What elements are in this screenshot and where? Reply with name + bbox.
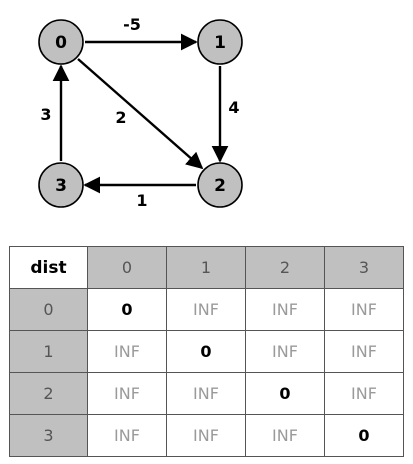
table-cell: INF [87, 414, 167, 457]
node-2-label: 2 [214, 176, 226, 196]
edge-label-3-0: 3 [40, 105, 51, 124]
edge-label-0-1: -5 [123, 15, 141, 34]
row-header: 0 [9, 288, 88, 331]
dist-table: dist 0 1 2 3 0 0 INF INF INF 1 INF 0 INF… [9, 246, 404, 457]
node-1-circle [197, 19, 243, 65]
table-row: 3 INF INF INF 0 [9, 414, 404, 457]
table-cell: 0 [166, 330, 246, 373]
node-2-circle [197, 162, 243, 208]
node-0: 0 [38, 19, 84, 65]
node-0-label: 0 [55, 33, 67, 53]
table-header-row: dist 0 1 2 3 [9, 246, 404, 289]
table-cell: INF [245, 288, 325, 331]
node-3: 3 [38, 162, 84, 208]
node-1-label: 1 [214, 33, 226, 53]
column-header: 3 [324, 246, 404, 289]
node-3-label: 3 [55, 176, 67, 196]
table-cell: INF [166, 372, 246, 415]
table-cell: INF [87, 372, 167, 415]
table-row: 0 0 INF INF INF [9, 288, 404, 331]
column-header: 2 [245, 246, 325, 289]
column-header: 0 [87, 246, 167, 289]
node-3-circle [38, 162, 84, 208]
graph-diagram: -5 4 2 1 3 0 1 2 3 [38, 15, 243, 210]
edge-label-2-3: 1 [136, 191, 147, 210]
table-corner-label: dist [9, 246, 88, 289]
table-cell: INF [166, 288, 246, 331]
table-row: 1 INF 0 INF INF [9, 330, 404, 373]
column-header: 1 [166, 246, 246, 289]
table-cell: INF [324, 330, 404, 373]
table-row: 2 INF INF 0 INF [9, 372, 404, 415]
row-header: 3 [9, 414, 88, 457]
table-cell: INF [245, 330, 325, 373]
node-2: 2 [197, 162, 243, 208]
table-cell: 0 [324, 414, 404, 457]
edge-label-1-2: 4 [228, 98, 239, 117]
table-cell: 0 [245, 372, 325, 415]
node-1: 1 [197, 19, 243, 65]
edge-0-to-2 [77, 58, 204, 170]
row-header: 2 [9, 372, 88, 415]
table-cell: 0 [87, 288, 167, 331]
table-cell: INF [245, 414, 325, 457]
row-header: 1 [9, 330, 88, 373]
table-cell: INF [324, 372, 404, 415]
table-cell: INF [324, 288, 404, 331]
node-0-circle [38, 19, 84, 65]
table-cell: INF [166, 414, 246, 457]
table-cell: INF [87, 330, 167, 373]
edge-label-0-2: 2 [115, 108, 126, 127]
